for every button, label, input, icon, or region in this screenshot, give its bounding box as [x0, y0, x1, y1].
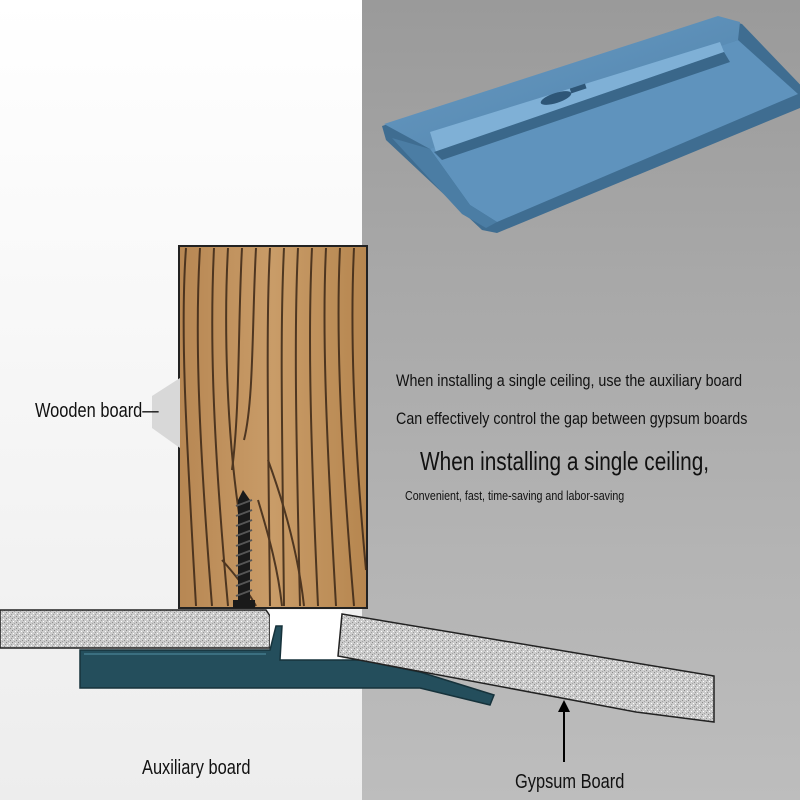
gypsum-arrow	[558, 700, 570, 762]
gypsum-board-label: Gypsum Board	[515, 771, 625, 793]
wooden-board-label: Wooden board—	[35, 400, 159, 422]
description-line-1: When installing a single ceiling, use th…	[396, 371, 743, 390]
auxiliary-board-label: Auxiliary board	[142, 757, 251, 779]
description-line-2: Can effectively control the gap between …	[396, 409, 748, 428]
screw	[233, 490, 255, 608]
description-line-4: Convenient, fast, time-saving and labor-…	[405, 488, 625, 503]
label-pointer	[152, 378, 180, 448]
gypsum-board-left	[0, 609, 271, 649]
wooden-board	[178, 245, 368, 609]
description-heading: When installing a single ceiling,	[420, 446, 710, 476]
gypsum-board-right	[337, 613, 715, 723]
product-plate-image	[382, 16, 800, 233]
wood-grain	[182, 247, 367, 607]
